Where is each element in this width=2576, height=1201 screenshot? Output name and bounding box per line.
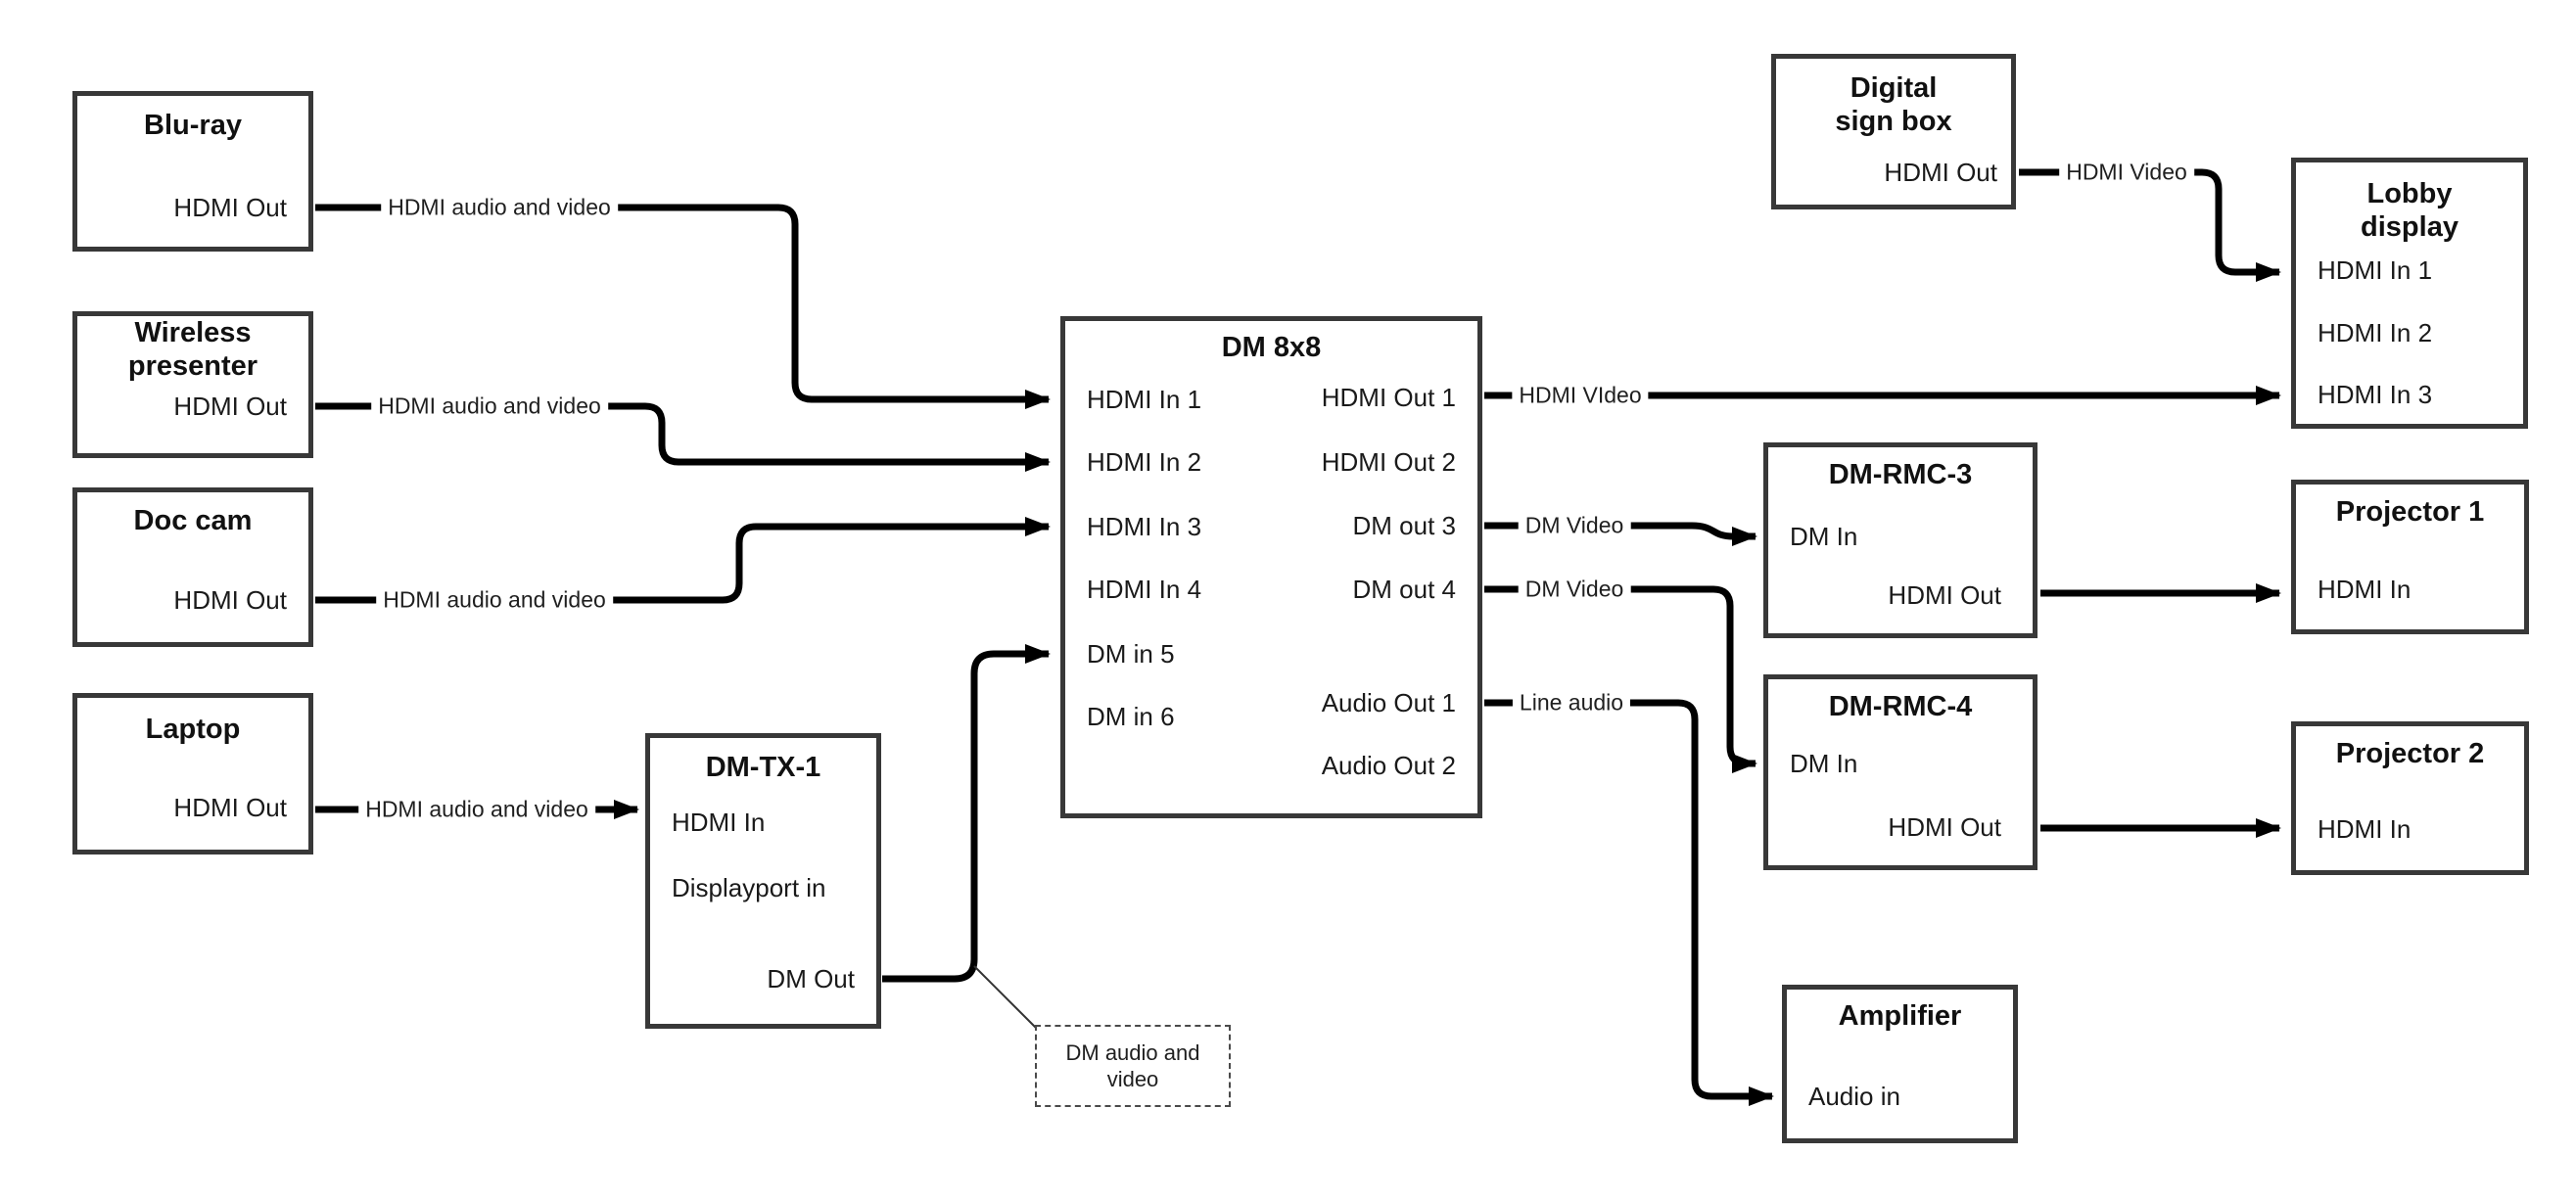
- node-title: Wireless presenter: [127, 317, 258, 382]
- port-hdmi-in-1: HDMI In 1: [2318, 255, 2433, 285]
- port-dm-out-4: DM out 4: [1352, 575, 1457, 604]
- port-hdmi-out-2: HDMI Out 2: [1321, 447, 1456, 477]
- node-title: DM 8x8: [1221, 332, 1322, 363]
- port-hdmi-in-4: HDMI In 4: [1087, 575, 1202, 604]
- node-dm-rmc-4[interactable]: DM-RMC-4 DM In HDMI Out: [1763, 674, 2037, 870]
- port-audio-out-2: Audio Out 2: [1321, 751, 1456, 780]
- port-hdmi-out: HDMI Out: [1888, 812, 2001, 842]
- port-hdmi-in-2: HDMI In 2: [2318, 318, 2433, 347]
- port-dm-in-6: DM in 6: [1087, 702, 1175, 731]
- node-title: DM-RMC-4: [1828, 691, 1973, 722]
- node-wireless-presenter[interactable]: Wireless presenter HDMI Out: [72, 311, 313, 458]
- node-dm-rmc-3[interactable]: DM-RMC-3 DM In HDMI Out: [1763, 442, 2037, 638]
- port-dm-in: DM In: [1790, 749, 1858, 778]
- port-hdmi-in: HDMI In: [2318, 814, 2412, 844]
- port-hdmi-out: HDMI Out: [1884, 158, 1997, 187]
- node-dm-tx-1[interactable]: DM-TX-1 HDMI In Displayport in DM Out: [645, 733, 881, 1029]
- port-hdmi-out: HDMI Out: [173, 793, 287, 822]
- node-digital-sign-box[interactable]: Digital sign box HDMI Out: [1771, 54, 2016, 209]
- cable-dm8x8-out4-to-rmc4[interactable]: [1484, 585, 1757, 773]
- cable-label: HDMI audio and video: [381, 194, 618, 221]
- node-title: DM-RMC-3: [1828, 459, 1973, 490]
- port-audio-in: Audio in: [1808, 1082, 1900, 1111]
- cable-label: HDMI Video: [2059, 159, 2194, 186]
- cable-label: HDMI VIdeo: [1512, 382, 1649, 409]
- node-doc-cam[interactable]: Doc cam HDMI Out: [72, 487, 313, 647]
- port-hdmi-in-3: HDMI In 3: [1087, 512, 1202, 541]
- cable-label: HDMI audio and video: [358, 796, 595, 823]
- node-laptop[interactable]: Laptop HDMI Out: [72, 693, 313, 855]
- port-hdmi-out: HDMI Out: [1888, 580, 2001, 610]
- cable-label: DM Video: [1518, 576, 1631, 603]
- port-hdmi-in: HDMI In: [2318, 575, 2412, 604]
- node-title: Projector 2: [2335, 738, 2485, 769]
- cable-signbox-to-lobby-in1[interactable]: [2019, 168, 2281, 282]
- port-displayport-in: Displayport in: [672, 873, 826, 902]
- node-title: Lobby display: [2361, 178, 2459, 243]
- port-dm-in-5: DM in 5: [1087, 639, 1175, 669]
- port-hdmi-in: HDMI In: [672, 808, 766, 837]
- port-dm-out-3: DM out 3: [1352, 511, 1457, 540]
- node-title: Doc cam: [133, 505, 253, 536]
- cable-dmtx1-to-dm8x8-in5[interactable]: [882, 644, 1051, 983]
- cable-wireless-to-dm8x8-in2[interactable]: [315, 402, 1051, 472]
- node-title: Amplifier: [1838, 1000, 1962, 1032]
- node-title: DM-TX-1: [705, 752, 821, 783]
- cable-label: HDMI audio and video: [371, 393, 608, 420]
- node-projector-2[interactable]: Projector 2 HDMI In: [2291, 721, 2529, 875]
- node-lobby-display[interactable]: Lobby display HDMI In 1 HDMI In 2 HDMI I…: [2291, 158, 2528, 429]
- port-hdmi-out-1: HDMI Out 1: [1321, 383, 1456, 412]
- node-title: Digital sign box: [1835, 72, 1952, 137]
- port-hdmi-in-2: HDMI In 2: [1087, 447, 1202, 477]
- cable-bluray-to-dm8x8-in1[interactable]: [315, 204, 1051, 409]
- port-hdmi-in-3: HDMI In 3: [2318, 380, 2433, 409]
- port-hdmi-out: HDMI Out: [173, 585, 287, 615]
- port-dm-out: DM Out: [767, 964, 855, 993]
- node-projector-1[interactable]: Projector 1 HDMI In: [2291, 480, 2529, 634]
- cable-dm8x8-out3-to-rmc3[interactable]: [1484, 522, 1757, 546]
- cable-label: Line audio: [1512, 689, 1631, 716]
- note-dm-audio-and-video[interactable]: DM audio and video: [1035, 1025, 1231, 1107]
- node-title: Projector 1: [2335, 496, 2485, 528]
- port-hdmi-out: HDMI Out: [173, 392, 287, 421]
- node-bluray[interactable]: Blu-ray HDMI Out: [72, 91, 313, 252]
- cable-dm8x8-aout1-to-amp[interactable]: [1484, 699, 1774, 1106]
- node-title: Blu-ray: [144, 110, 242, 141]
- cable-label: HDMI audio and video: [376, 586, 613, 614]
- cable-doccam-to-dm8x8-in3[interactable]: [315, 517, 1051, 604]
- node-amplifier[interactable]: Amplifier Audio in: [1782, 985, 2018, 1143]
- port-dm-in: DM In: [1790, 522, 1858, 551]
- note-leader-line: [973, 965, 1037, 1029]
- node-title: Laptop: [145, 714, 241, 745]
- port-hdmi-in-1: HDMI In 1: [1087, 385, 1202, 414]
- cable-label: DM Video: [1518, 512, 1631, 539]
- port-hdmi-out: HDMI Out: [173, 193, 287, 222]
- port-audio-out-1: Audio Out 1: [1321, 688, 1456, 717]
- node-dm-8x8[interactable]: DM 8x8 HDMI In 1 HDMI In 2 HDMI In 3 HDM…: [1060, 316, 1482, 818]
